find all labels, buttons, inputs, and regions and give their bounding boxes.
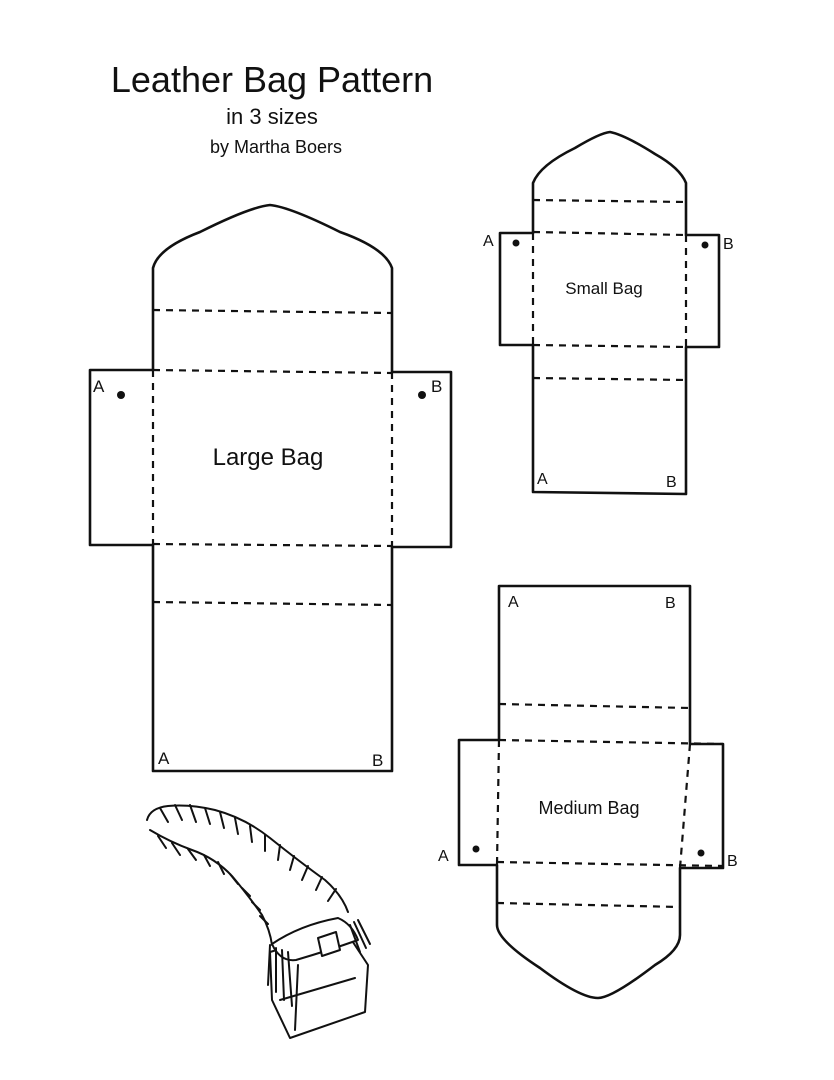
page-subtitle: in 3 sizes	[226, 104, 318, 129]
small-hole-b	[701, 241, 709, 249]
small-hole-a	[512, 239, 520, 247]
large-bag-pattern: A B Large Bag A B	[88, 203, 453, 773]
medium-top-b-label: B	[665, 595, 676, 612]
small-bag-pattern: A B Small Bag A B	[483, 130, 734, 496]
large-side-a-label: A	[93, 377, 105, 396]
medium-fold-left-side	[495, 739, 501, 866]
medium-hole-b	[697, 849, 705, 857]
small-fold-top	[532, 230, 687, 237]
medium-bag-label: Medium Bag	[538, 798, 639, 818]
large-fold-flap	[152, 308, 393, 315]
small-bottom-b-label: B	[666, 474, 677, 491]
small-side-a-label: A	[483, 233, 494, 250]
small-bag-outline	[498, 130, 721, 496]
large-fold-base	[152, 600, 393, 607]
large-bottom-b-label: B	[372, 751, 383, 770]
strap-strand-outer	[146, 804, 349, 913]
small-bag-label: Small Bag	[565, 279, 642, 298]
medium-side-b-label: B	[727, 853, 738, 870]
tassel-left	[267, 944, 293, 1007]
medium-fold-flap	[496, 901, 681, 909]
medium-fold-upper	[498, 702, 691, 710]
large-fold-top	[152, 368, 393, 375]
large-bottom-a-label: A	[158, 749, 170, 768]
medium-hole-a	[472, 845, 480, 853]
medium-side-a-label: A	[438, 848, 449, 865]
bag-body-seam	[279, 964, 356, 1031]
header: Leather Bag Pattern in 3 sizes by Martha…	[111, 59, 433, 157]
medium-top-a-label: A	[508, 594, 519, 611]
tassel-right	[349, 919, 371, 953]
medium-bag-outline	[457, 584, 725, 1000]
large-side-b-label: B	[431, 377, 442, 396]
page-title: Leather Bag Pattern	[111, 59, 433, 100]
large-bag-label: Large Bag	[213, 444, 324, 471]
large-fold-bottom	[152, 542, 393, 548]
small-bottom-a-label: A	[537, 471, 548, 488]
small-fold-flap	[532, 198, 687, 204]
small-side-b-label: B	[723, 236, 734, 253]
medium-fold-right-side	[678, 743, 692, 869]
strap-braid-1	[159, 804, 337, 902]
strap-strand-inner	[149, 829, 273, 946]
small-fold-base	[532, 376, 687, 382]
bag-clasp	[317, 931, 341, 957]
small-fold-bottom	[532, 343, 687, 349]
medium-bag-pattern: A B Medium Bag A B	[438, 584, 738, 1000]
finished-bag-sketch	[146, 804, 371, 1039]
author-credit: by Martha Boers	[210, 137, 342, 157]
strap-braid-2	[157, 835, 269, 925]
large-bag-outline	[88, 203, 453, 773]
large-hole-a	[117, 391, 125, 399]
large-hole-b	[418, 391, 426, 399]
medium-fold-bottom	[496, 860, 724, 868]
medium-fold-top	[498, 738, 724, 746]
